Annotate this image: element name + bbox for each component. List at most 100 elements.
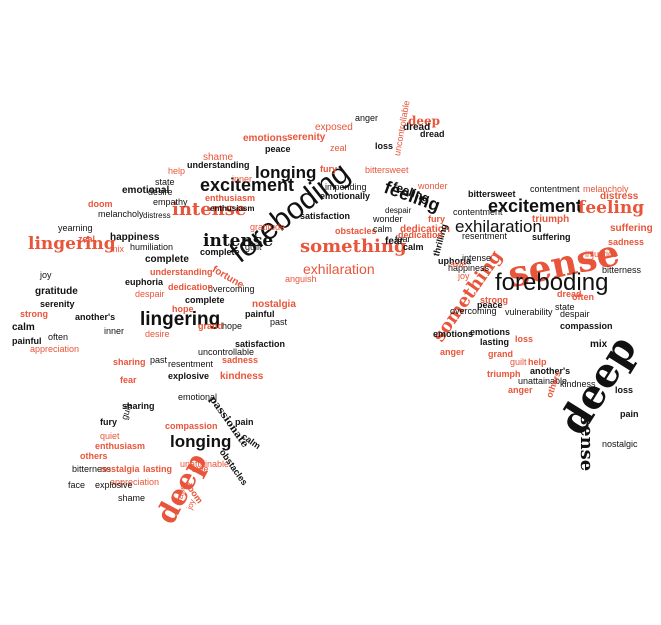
cloud-word: obstacles: [335, 226, 377, 236]
cloud-word: something: [300, 236, 407, 257]
cloud-word: emotional: [178, 392, 218, 402]
cloud-word: fear: [120, 375, 137, 385]
cloud-word: emotions: [433, 329, 474, 339]
cloud-word: strong: [20, 309, 48, 319]
cloud-word: serenity: [40, 299, 75, 309]
cloud-word: loss: [615, 385, 634, 395]
cloud-word: quiet: [100, 431, 120, 441]
cloud-word: uphoria: [438, 256, 471, 266]
cloud-word: anger: [440, 347, 465, 357]
cloud-word: state: [555, 302, 575, 312]
cloud-word: mix: [590, 339, 608, 350]
cloud-word: lingering: [140, 309, 221, 330]
cloud-word: despair: [560, 309, 590, 319]
cloud-word: desire: [148, 187, 173, 197]
cloud-word: desire: [145, 329, 170, 339]
cloud-word: shame: [118, 493, 146, 503]
cloud-word: loss: [375, 141, 394, 151]
cloud-word: strong: [480, 295, 508, 305]
cloud-word: kindness: [560, 379, 596, 389]
cloud-word: complete: [145, 254, 189, 265]
cloud-word: fury: [320, 164, 338, 174]
cloud-word: melancholy: [98, 209, 144, 219]
cloud-word: loss: [515, 334, 534, 344]
cloud-word: contentment: [453, 207, 503, 217]
cloud-word: euphoria: [125, 277, 164, 287]
cloud-word: exposed: [315, 122, 353, 133]
cloud-word: explosive: [168, 371, 210, 381]
cloud-word: excitement: [200, 175, 295, 195]
cloud-word: resentment: [462, 231, 508, 241]
cloud-word: satisfaction: [235, 339, 286, 349]
cloud-word: overcoming: [208, 284, 255, 294]
cloud-word: fury: [428, 214, 446, 224]
cloud-word: suffering: [610, 223, 653, 234]
cloud-word: dedication: [168, 282, 214, 292]
cloud-word: appreciation: [110, 477, 160, 487]
cloud-word: anger: [355, 113, 379, 123]
cloud-word: shame: [203, 152, 234, 163]
cloud-word: fear: [385, 236, 404, 247]
cloud-word: yearning: [58, 223, 93, 233]
cloud-word: serenity: [287, 132, 326, 143]
cloud-word: explosive: [95, 480, 133, 490]
cloud-word: excitement: [488, 196, 583, 216]
cloud-word: exhilaration: [303, 261, 375, 277]
cloud-word: impending: [325, 182, 367, 192]
cloud-word: longing: [170, 432, 232, 451]
cloud-word: emotions: [470, 327, 511, 337]
cloud-word: triumph: [487, 369, 521, 379]
cloud-word: enthusiasm: [95, 441, 146, 451]
cloud-word: distress: [600, 191, 639, 202]
cloud-word: compassion: [560, 321, 613, 331]
cloud-word: injustice: [585, 249, 618, 259]
cloud-word: triumph: [532, 214, 570, 225]
cloud-word: zeal: [330, 143, 347, 153]
cloud-word: enthusiasm: [210, 204, 255, 213]
cloud-word: longing: [255, 163, 317, 182]
cloud-word: feeling: [578, 198, 645, 218]
cloud-word: melancholy: [583, 184, 629, 194]
cloud-word: sharing: [113, 357, 146, 367]
cloud-word: wonder: [373, 214, 403, 224]
cloud-word: hope: [172, 304, 194, 314]
cloud-word: calm: [12, 322, 35, 333]
cloud-word: grand: [198, 321, 224, 331]
cloud-word: bittersweet: [468, 189, 516, 199]
cloud-word: dread: [403, 122, 431, 133]
cloud-word: anger: [508, 385, 533, 395]
cloud-word: intense: [172, 199, 247, 220]
cloud-word: anguish: [285, 274, 317, 284]
cloud-word: sadness: [222, 355, 259, 365]
cloud-word: complete: [200, 247, 240, 257]
cloud-word: mix: [110, 244, 124, 254]
cloud-word: joy: [40, 270, 52, 280]
cloud-word: appreciation: [30, 344, 80, 354]
cloud-word: sharing: [122, 401, 155, 411]
cloud-word: wonder: [418, 181, 448, 191]
cloud-word: resentment: [168, 359, 214, 369]
cloud-word: intense: [203, 231, 274, 251]
cloud-word: empathy: [153, 197, 188, 207]
cloud-word: painful: [245, 309, 275, 319]
cloud-word: awe: [450, 259, 467, 269]
cloud-word: lasting: [480, 337, 510, 347]
cloud-word: deep: [408, 114, 441, 128]
cloud-word: kindness: [220, 371, 264, 382]
cloud-word: lingering: [28, 234, 116, 254]
cloud-word: satisfaction: [300, 211, 351, 221]
cloud-word: peace: [265, 144, 291, 154]
cloud-word: lasting: [143, 464, 173, 474]
cloud-word: despair: [385, 206, 412, 215]
cloud-word: joy: [458, 271, 470, 281]
cloud-word: exhilaration: [455, 217, 542, 236]
cloud-word: guilt: [510, 357, 527, 367]
cloud-word: others: [80, 451, 108, 461]
cloud-word: fury: [100, 417, 118, 427]
cloud-word: gratitude: [250, 222, 286, 232]
cloud-word: inner: [104, 326, 125, 336]
cloud-word: zeal: [78, 234, 96, 244]
cloud-word: past: [150, 355, 168, 365]
cloud-word: calm: [403, 242, 424, 252]
cloud-word: despair: [135, 289, 165, 299]
